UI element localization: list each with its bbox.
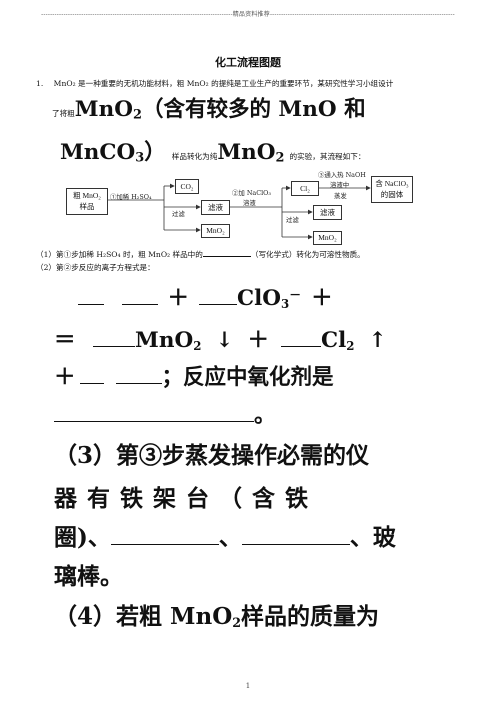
header-dots-right: ----------------------------------------… <box>269 11 455 18</box>
flow-arrows <box>106 183 371 240</box>
q1-intro-c-small2: 的实验，其流程如下： <box>289 152 366 161</box>
co2-box: CO₂ <box>175 179 199 194</box>
product-box-line2: 的固体 <box>380 190 404 199</box>
step2-label-a: ②加 NaClO₃ <box>232 189 271 197</box>
step3-label-b: 溶液中 <box>330 181 350 189</box>
product-box-line1: 含 NaClO₃ <box>375 179 409 188</box>
eq-blank-1[interactable] <box>78 304 104 305</box>
q3-line3-b: 、 <box>218 524 242 551</box>
evaporate-label: 蒸发 <box>334 192 347 200</box>
eq-equals: ＝ <box>54 328 76 353</box>
q3-blank-2[interactable] <box>241 544 350 545</box>
step2-label-b: 溶液 <box>243 199 256 207</box>
eq-oxidant-text: ；反应中氧化剂是 <box>161 365 334 390</box>
page-title: 化工流程图题 <box>215 56 281 69</box>
eq-blank-6[interactable] <box>79 383 104 384</box>
q3-blank-1[interactable] <box>110 544 219 545</box>
q1-intro-line3: MnCO3） 样品转化为纯MnO2 的实验，其流程如下： <box>60 135 365 166</box>
q4-line1-b: 样品的质量为 <box>241 603 380 630</box>
equation-line-4: 。 <box>54 398 276 429</box>
eq-plus-4: ＋ <box>54 365 76 390</box>
q1-intro-c-big2: MnO2 <box>217 140 285 166</box>
step3-label-a: ③通入热 NaOH <box>318 171 366 179</box>
eq-blank-3[interactable] <box>199 304 238 305</box>
q1-intro-line2: 了将粗MnO2（含有较多的 MnO 和 <box>52 92 366 123</box>
equation-line-1: ＋ ClO3－ ＋ <box>78 281 333 312</box>
mno2-box-b: MnO₂ <box>313 231 342 245</box>
cl2-box: Cl₂ <box>291 181 319 196</box>
product-box: 含 NaClO₃ 的固体 <box>371 176 413 203</box>
filtrate1-box: 滤液 <box>201 200 230 215</box>
q3-line1: （3）第③步蒸发操作必需的仪 <box>54 442 370 469</box>
q1-intro-c-big: MnCO3） <box>60 140 166 166</box>
q4-line1: （4）若粗 MnO2样品的质量为 <box>54 597 379 631</box>
eq-blank-4[interactable] <box>93 346 136 347</box>
q4-line1-sub: 2 <box>232 615 242 631</box>
sub-question-2: （2）第②步反应的离子方程式是： <box>36 262 155 273</box>
q1-intro-b-big: MnO2（含有较多的 MnO 和 <box>74 97 366 123</box>
eq-period: 。 <box>254 403 276 428</box>
eq-plus-1: ＋ <box>167 286 190 311</box>
start-box: 粗 MnO₂ 样品 <box>66 188 108 215</box>
sub-question-1: （1）第①步加稀 H₂SO₄ 时，粗 MnO₂ 样品中的 （写化学式）转化为可溶性… <box>36 249 365 260</box>
eq-plus-3: ＋ <box>247 328 269 353</box>
eq-down-arrow: ↓ <box>215 328 234 353</box>
q1-intro-b-small: 了将粗 <box>52 109 75 118</box>
q4-line1-a: （4）若粗 MnO <box>54 603 233 630</box>
answer-blank-1[interactable] <box>202 256 251 257</box>
sub1-text: （1）第①步加稀 H₂SO₄ 时，粗 MnO₂ 样品中的 <box>36 250 203 259</box>
eq-blank-oxidant[interactable] <box>54 421 254 422</box>
sub2-text: （2）第②步反应的离子方程式是： <box>36 263 155 272</box>
equation-line-3: ＋ ；反应中氧化剂是 <box>54 360 334 391</box>
filtrate2-box: 滤液 <box>313 205 342 220</box>
eq-blank-5[interactable] <box>280 346 321 347</box>
start-box-line1: 粗 MnO₂ <box>73 191 101 200</box>
eq-blank-7[interactable] <box>115 383 162 384</box>
eq-up-arrow: ↑ <box>368 328 387 353</box>
equation-line-2: ＝ MnO2 ↓ ＋ Cl2 ↑ <box>54 323 386 354</box>
q3-line4: 璃棒。 <box>54 563 123 590</box>
header-dots-left: ----------------------------------------… <box>41 11 233 18</box>
filter1-label: 过滤 <box>172 210 185 218</box>
eq-blank-2[interactable] <box>121 304 158 305</box>
q3-line2: 器 有 铁 架 台 （ 含 铁 <box>54 485 309 512</box>
header-text: 精品资料推荐 <box>232 11 270 18</box>
eq-cl2: Cl2 <box>320 328 355 353</box>
filter2-label: 过滤 <box>286 216 299 224</box>
step1-label: ①加稀 H₂SO₄ <box>110 193 152 201</box>
eq-clo3: ClO3－ <box>237 286 302 311</box>
q3-line3-c: 、玻 <box>349 524 396 551</box>
q1-intro-line1: 1. MnO₂ 是一种重要的无机功能材料，粗 MnO₂ 的提纯是工业生产的重要环… <box>36 78 393 89</box>
sub1-tail: （写化学式）转化为可溶性物质。 <box>250 250 365 259</box>
q3-line3: 圈)、 、 、玻 <box>54 518 396 552</box>
eq-plus-2: ＋ <box>311 286 333 311</box>
q1-intro-c-small: 样品转化为纯 <box>171 152 218 161</box>
start-box-line2: 样品 <box>79 202 95 211</box>
page-header: ----------------------------------------… <box>33 9 463 18</box>
page-number: 1 <box>245 682 251 690</box>
eq-mno2: MnO2 <box>135 328 202 353</box>
q1-intro-a: MnO₂ 是一种重要的无机功能材料，粗 MnO₂ 的提纯是工业生产的重要环节，某… <box>53 79 394 88</box>
mno2-box-a: MnO₂ <box>201 224 230 238</box>
q3-line3-a: 圈)、 <box>54 524 111 551</box>
q1-number: 1. <box>36 79 44 88</box>
